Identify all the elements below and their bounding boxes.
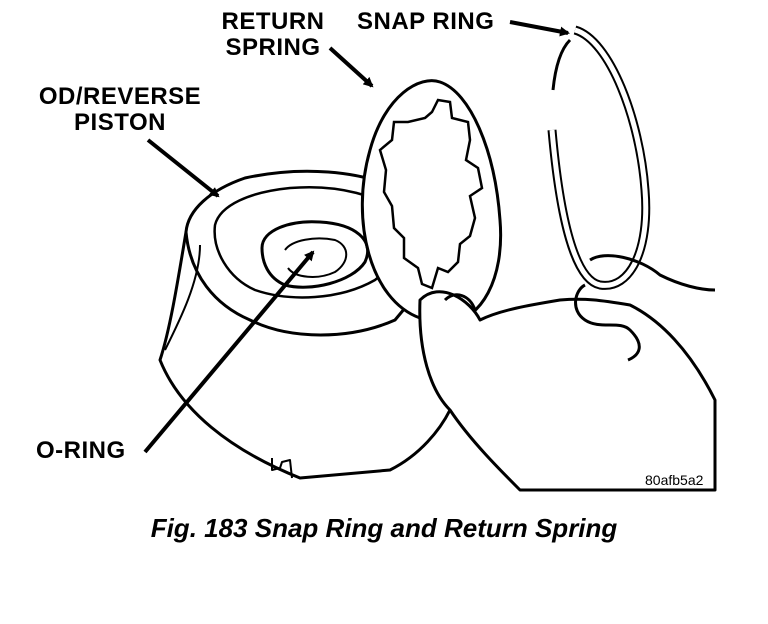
label-piston-line1: OD/REVERSE	[38, 83, 202, 110]
label-return-spring-line2: SPRING	[225, 34, 321, 61]
snap-ring	[547, 25, 651, 290]
label-od-reverse-piston: OD/REVERSE PISTON	[14, 84, 226, 136]
piston-drum	[158, 169, 457, 480]
return-spring-arrow	[328, 46, 374, 88]
hands	[418, 254, 717, 492]
piston-arrow	[146, 138, 220, 198]
figure-caption: Fig. 183 Snap Ring and Return Spring	[150, 513, 618, 543]
snap-ring-arrow	[509, 20, 570, 37]
label-return-spring-line1: RETURN	[221, 8, 325, 35]
label-o-ring: O-RING	[36, 437, 126, 464]
label-piston-line2: PISTON	[74, 109, 166, 136]
return-spring	[360, 79, 503, 324]
figure-id: 80afb5a2	[645, 472, 704, 488]
label-return-spring: RETURN SPRING	[208, 9, 338, 61]
label-snap-ring: SNAP RING	[357, 8, 495, 35]
leader-arrows	[143, 20, 570, 454]
o-ring-arrow	[143, 250, 315, 454]
